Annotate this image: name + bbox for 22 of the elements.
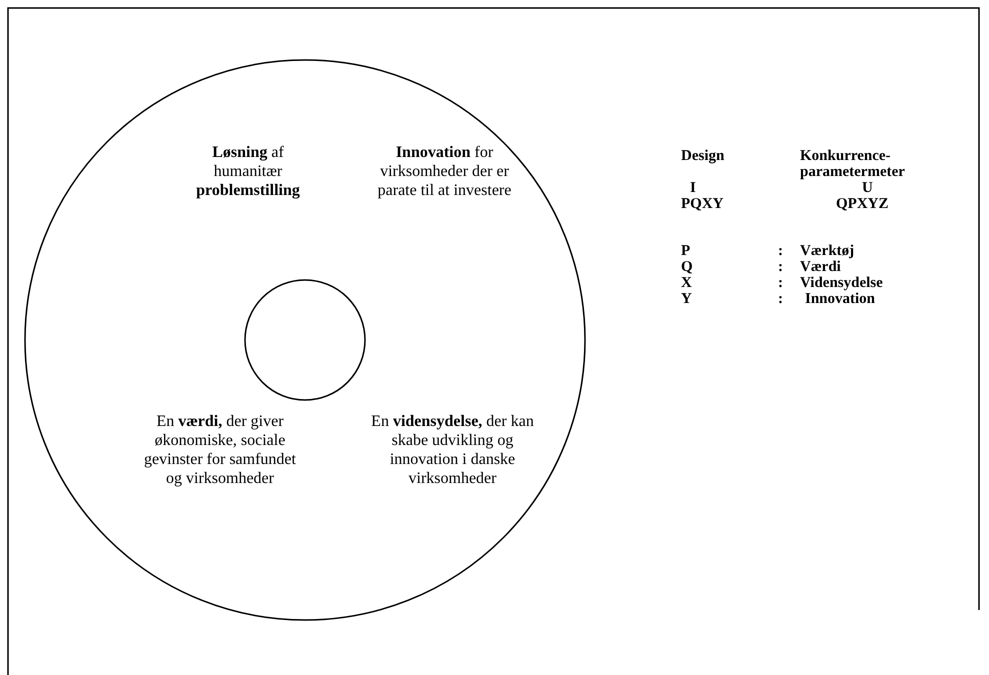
- table-text: Vidensydelse: [800, 275, 883, 291]
- table-text: Design: [681, 148, 724, 164]
- table-text: :: [778, 243, 783, 259]
- table-text: :: [778, 275, 783, 291]
- table-text: Y: [681, 291, 692, 307]
- table-text: Værdi: [800, 259, 841, 275]
- table-text: :: [778, 259, 783, 275]
- table-text: P: [681, 243, 690, 259]
- table-text: :: [778, 291, 783, 307]
- table-text: QPXYZ: [836, 196, 888, 212]
- table-text: I: [690, 180, 696, 196]
- quadrant-text: En værdi, der giver økonomiske, sociale gevinster for samfundet og virksomheder: [143, 412, 297, 488]
- table-text: PQXY: [681, 196, 724, 212]
- table-text: Værktøj: [800, 243, 854, 259]
- quadrant-text: En vidensydelse, der kan skabe udvikling og innovation i danske virksomheder: [370, 412, 535, 488]
- quadrant-text: Løsning af humanitær problemstilling: [195, 143, 301, 200]
- quadrant-text: Innovation for virksomheder der er parate til at investere: [376, 143, 512, 200]
- table-text: X: [681, 275, 692, 291]
- table-text: Innovation: [805, 291, 876, 307]
- table-text: Q: [681, 259, 693, 275]
- table-text: U: [862, 180, 873, 196]
- table-text: Konkurrence-parametermeter: [800, 148, 906, 180]
